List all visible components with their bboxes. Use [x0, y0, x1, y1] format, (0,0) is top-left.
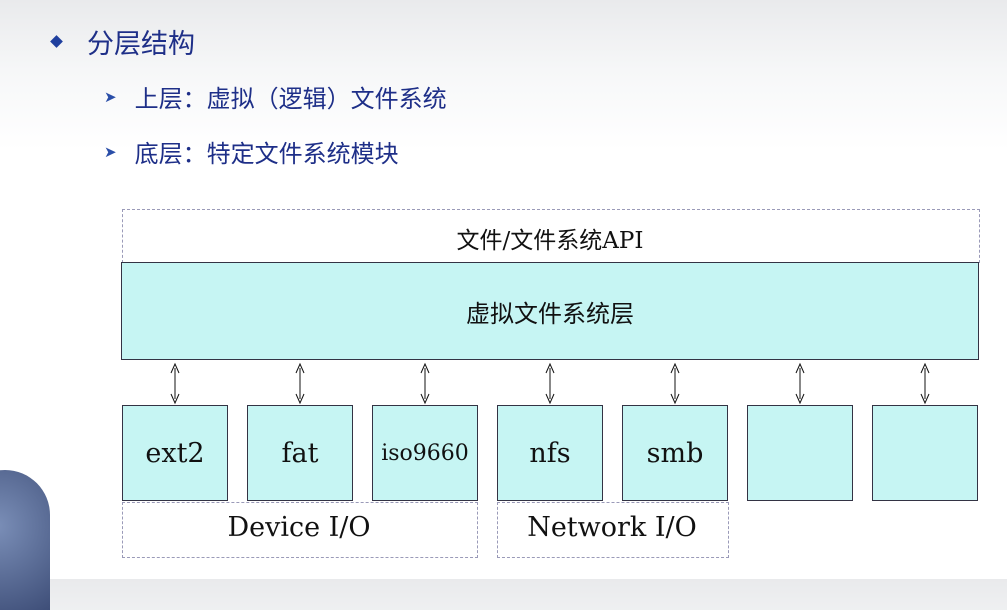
bullet-sub-2-text: 底层：特定文件系统模块	[134, 140, 399, 168]
network-io-group-box	[497, 502, 729, 558]
vfs-layer-box: 虚拟文件系统层	[121, 262, 979, 360]
connector-arrow	[295, 362, 305, 405]
connector-arrow	[670, 362, 680, 405]
fs-module-empty-1	[747, 405, 853, 501]
network-io-label: Network I/O	[527, 512, 697, 543]
fs-module-label: nfs	[529, 437, 571, 469]
connector-arrow	[170, 362, 180, 405]
api-layer-label: 文件/文件系统API	[456, 228, 644, 254]
bullet-sub-1: ➤ 上层：虚拟（逻辑）文件系统	[104, 79, 447, 114]
connector-arrow	[920, 362, 930, 405]
device-io-group-box	[122, 502, 478, 558]
connector-arrow	[545, 362, 555, 405]
fs-module-label: ext2	[145, 437, 205, 469]
fs-module-label: iso9660	[381, 440, 469, 466]
device-io-label: Device I/O	[227, 512, 371, 543]
fs-module-smb: smb	[622, 405, 728, 501]
fs-module-ext2: ext2	[122, 405, 228, 501]
connector-arrow	[420, 362, 430, 405]
fs-module-iso9660: iso9660	[372, 405, 478, 501]
fs-module-label: fat	[281, 437, 319, 469]
connector-arrow	[795, 362, 805, 405]
fs-module-nfs: nfs	[497, 405, 603, 501]
bullet-sub-1-text: 上层：虚拟（逻辑）文件系统	[134, 85, 447, 113]
fs-module-label: smb	[646, 437, 704, 469]
arrow-bullet-icon: ➤	[104, 87, 117, 106]
fs-module-empty-2	[872, 405, 978, 501]
bullet-main-text: 分层结构	[87, 29, 195, 60]
connector-arrows	[170, 362, 930, 405]
fs-module-fat: fat	[247, 405, 353, 501]
bullet-main: 分层结构	[50, 22, 195, 61]
arrow-bullet-icon: ➤	[104, 142, 117, 161]
presenter-shoulder	[0, 470, 50, 610]
vfs-layer-label: 虚拟文件系统层	[466, 299, 634, 328]
bullet-sub-2: ➤ 底层：特定文件系统模块	[104, 134, 399, 169]
